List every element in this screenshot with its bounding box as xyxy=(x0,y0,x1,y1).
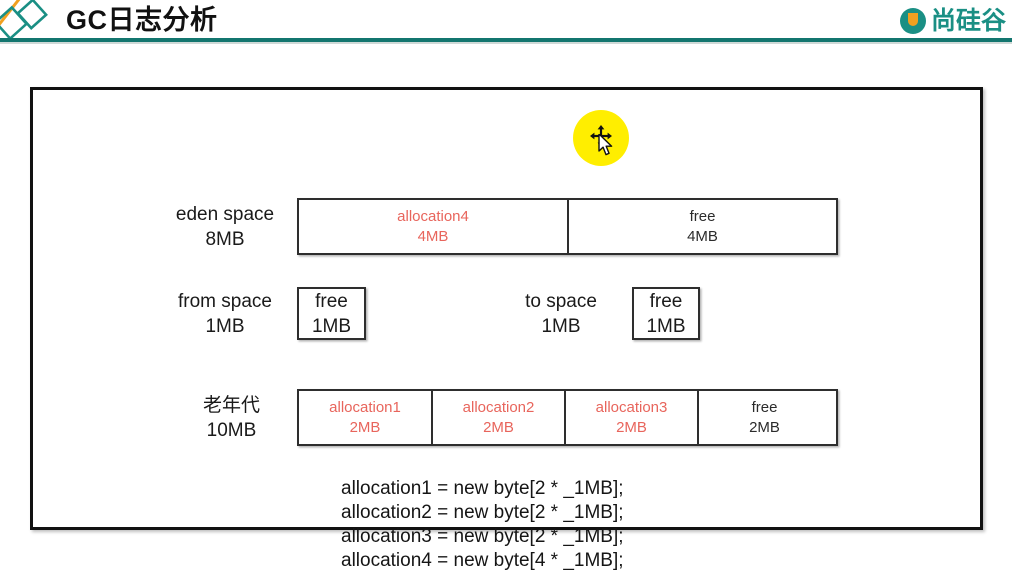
eden-label-name: eden space xyxy=(175,203,275,225)
cell-size: 2MB xyxy=(349,418,381,436)
from-label-name: from space xyxy=(178,290,272,312)
cell-size: 2MB xyxy=(483,418,514,436)
eden-label-size: 8MB xyxy=(205,228,245,250)
brand-logo: 尚硅谷 xyxy=(900,4,1012,38)
code-line-1: allocation1 = new byte[2 * _1MB]; xyxy=(341,478,624,499)
memory-row-eden: eden space 8MB allocation4 4MB free 4MB xyxy=(166,198,838,255)
header-divider-shadow xyxy=(0,42,1012,44)
memory-cell-to-free[interactable]: free 1MB xyxy=(634,289,698,338)
old-label-name: 老年代 xyxy=(202,394,260,416)
memory-row-to: to space 1MB free 1MB xyxy=(503,287,700,340)
page-title: GC日志分析 xyxy=(66,5,218,35)
memory-cell-from-free[interactable]: free 1MB xyxy=(299,289,364,338)
cell-size: 1MB xyxy=(311,315,352,337)
cell-name: free xyxy=(751,398,778,416)
code-snippet: allocation1 = new byte[2 * _1MB]; alloca… xyxy=(341,477,624,573)
cell-size: 1MB xyxy=(646,315,686,337)
memory-bar-eden: allocation4 4MB free 4MB xyxy=(297,198,838,255)
memory-cell-allocation4[interactable]: allocation4 4MB xyxy=(299,200,567,253)
cell-size: 2MB xyxy=(749,418,780,436)
code-line-4: allocation4 = new byte[4 * _1MB]; xyxy=(341,550,624,571)
memory-cell-eden-free[interactable]: free 4MB xyxy=(567,200,836,253)
memory-row-label-to: to space 1MB xyxy=(503,289,619,339)
memory-bar-to: free 1MB xyxy=(632,287,700,340)
to-label-size: 1MB xyxy=(541,315,581,337)
cell-size: 4MB xyxy=(417,227,449,245)
memory-cell-allocation2[interactable]: allocation2 2MB xyxy=(431,391,564,444)
cell-name: allocation2 xyxy=(462,398,535,416)
code-line-3: allocation3 = new byte[2 * _1MB]; xyxy=(341,526,624,547)
cell-size: 2MB xyxy=(616,418,647,436)
cell-name: free xyxy=(689,207,716,225)
app-header: GC日志分析 尚硅谷 xyxy=(0,0,1012,44)
memory-cell-allocation1[interactable]: allocation1 2MB xyxy=(299,391,431,444)
cell-name: allocation1 xyxy=(329,398,401,416)
memory-row-label-eden: eden space 8MB xyxy=(166,202,284,252)
memory-bar-old-gen: allocation1 2MB allocation2 2MB allocati… xyxy=(297,389,838,446)
memory-row-label-old-gen: 老年代 10MB xyxy=(179,393,284,443)
memory-row-old-gen: 老年代 10MB allocation1 2MB allocation2 2MB… xyxy=(179,389,838,446)
brand-name: 尚硅谷 xyxy=(931,7,1007,35)
memory-cell-allocation3[interactable]: allocation3 2MB xyxy=(564,391,697,444)
old-label-size: 10MB xyxy=(206,419,257,441)
memory-row-label-from: from space 1MB xyxy=(166,289,284,339)
cell-size: 4MB xyxy=(687,227,718,245)
slide-frame: eden space 8MB allocation4 4MB free 4MB … xyxy=(30,87,983,571)
cell-name: free xyxy=(649,290,683,312)
brand-u-icon xyxy=(900,8,926,34)
from-label-size: 1MB xyxy=(205,315,245,337)
diamond-logo-icon xyxy=(0,0,48,41)
memory-cell-old-gen-free[interactable]: free 2MB xyxy=(697,391,830,444)
cell-name: allocation4 xyxy=(397,207,469,225)
memory-bar-from: free 1MB xyxy=(297,287,366,340)
cell-name: allocation3 xyxy=(595,398,668,416)
code-line-2: allocation2 = new byte[2 * _1MB]; xyxy=(341,502,624,523)
header-divider xyxy=(0,38,1012,42)
cell-name: free xyxy=(315,290,348,312)
to-label-name: to space xyxy=(525,290,597,312)
memory-row-from: from space 1MB free 1MB xyxy=(166,287,366,340)
